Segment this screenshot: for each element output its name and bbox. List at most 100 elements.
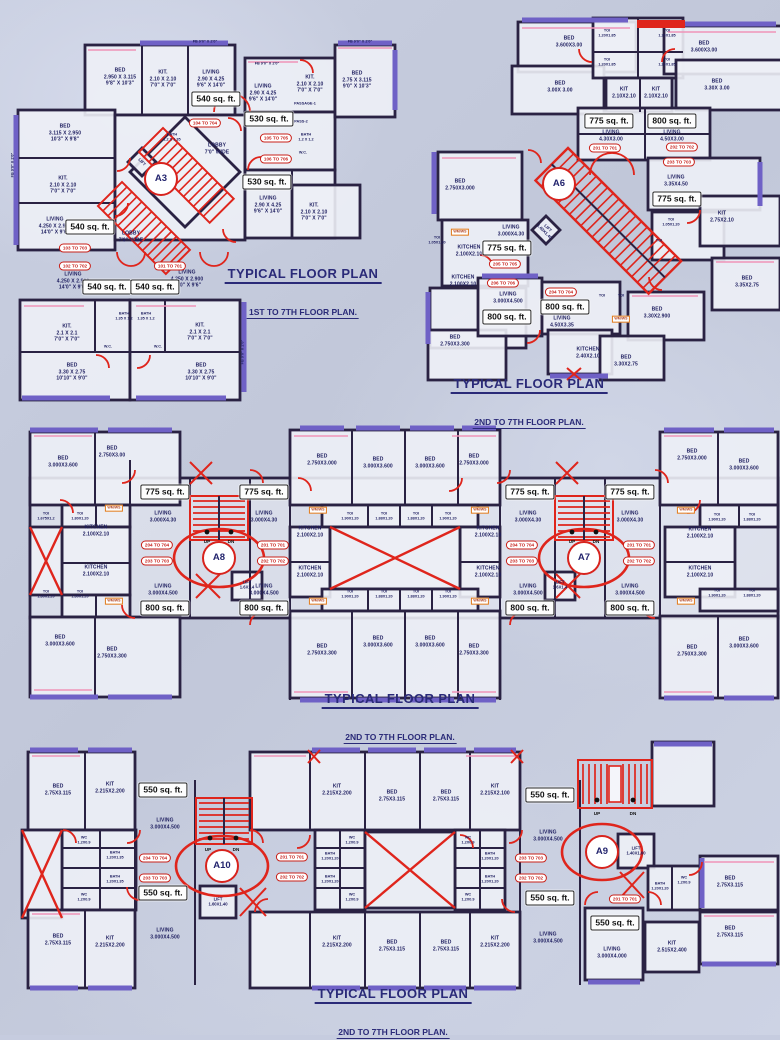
- fixture-label: TOI 1.80X1.20: [71, 511, 89, 520]
- room-label: LOBBY 7'0" WIDE: [204, 142, 230, 156]
- room-label: BED 3.000X3.600: [45, 634, 75, 648]
- room-label: BED 3.30X2.75: [614, 354, 638, 368]
- room-label: BED 2.750X3.00: [98, 445, 126, 459]
- room-label: KIT. 2.1 X 2.1 7'0" X 7'0": [54, 323, 80, 343]
- fixture-label: W.C.: [298, 150, 308, 155]
- balcony-label: FB 9'0" X 2'0": [240, 339, 245, 365]
- area-callout: 550 sq. ft.: [590, 915, 640, 931]
- room-label: LIVING 3.000X4.500: [533, 931, 563, 945]
- room-label: BED 2.75X3.115: [44, 783, 72, 797]
- room-label: BED 2.75X3.115: [432, 939, 460, 953]
- unit-range-pill: 204 TO 704: [138, 853, 172, 863]
- stair-direction-label: DN: [227, 539, 235, 545]
- unit-range-pill: 101 TO 701: [153, 261, 187, 271]
- fixture-label: TOI 1.20X1.85: [598, 57, 616, 66]
- fixture-label: TOI: [598, 293, 606, 298]
- room-label: LIVING 4.50X3.00: [660, 129, 684, 143]
- room-label: BED 3.30X2.900: [643, 306, 671, 320]
- fixture-label: WC 1.2X0.9: [461, 892, 475, 901]
- room-label: KITCHEN 2.100X2.10: [296, 565, 324, 579]
- room-label: KIT 2.75X2.10: [710, 210, 734, 224]
- fixture-label: TOI: [655, 238, 663, 243]
- room-label: BED 2.750X3.000: [459, 453, 489, 467]
- balcony-label: FB 9'0" X 2'0": [192, 39, 218, 44]
- area-callout: 800 sq. ft.: [540, 299, 590, 315]
- stair-direction-label: UP: [568, 539, 576, 545]
- room-label: KITCHEN 2.100X2.10: [82, 564, 110, 578]
- fixture-label: TOI 1.90X1.20: [341, 589, 359, 598]
- fixture-label: BATH 1.20X1.20: [321, 851, 339, 860]
- fixture-label: TOI 1.88X1.20: [407, 511, 425, 520]
- lift-label: LIFT 1.6X1.4: [239, 579, 255, 590]
- fixture-label: TOI 1.90X1.20: [439, 589, 457, 598]
- fixture-label: TOI 1.20X1.85: [658, 28, 676, 37]
- room-label: KITCHEN 2.40X2.10: [576, 346, 600, 360]
- fixture-label: TOI 1.90X1.20: [439, 511, 457, 520]
- utility-label: WM/WS: [676, 597, 696, 605]
- balcony-label: FB 9'0" X 2'0": [254, 61, 280, 66]
- lift-label: LIFT 1.6X1.4: [552, 579, 568, 590]
- room-label: KIT. 2.10 X 2.10 7'0" X 7'0": [296, 74, 324, 94]
- fixture-label: W.C.: [103, 344, 113, 349]
- room-label: BED 3.000X3.600: [729, 636, 759, 650]
- fixture-label: BATH 1.20X1.35: [106, 850, 124, 859]
- fixture-label: TOI 1.88X1.20: [407, 589, 425, 598]
- utility-label: WM/WS: [676, 506, 696, 514]
- room-label: KIT 2.215X2.200: [480, 935, 510, 949]
- room-label: BED 3.000X3.600: [415, 635, 445, 649]
- room-label: BED 2.750X3.300: [440, 334, 470, 348]
- unit-range-pill: 203 TO 703: [514, 853, 548, 863]
- unit-range-pill: 203 TO 703: [140, 556, 174, 566]
- room-label: BED 2.750X3.300: [97, 646, 127, 660]
- room-label: KIT 2.215X2.200: [95, 781, 125, 795]
- wing-badge: A3: [144, 162, 178, 196]
- fixture-label: PASS-2: [294, 119, 308, 124]
- fixture-label: TOI 1.90X1.20: [708, 512, 726, 521]
- unit-range-pill: 106 TO 706: [259, 154, 293, 164]
- room-label: BED 2.75X3.115: [44, 933, 72, 947]
- area-callout: 775 sq. ft.: [605, 484, 655, 500]
- stair-direction-label: UP: [203, 539, 211, 545]
- plan-title-a6: TYPICAL FLOOR PLAN 2ND TO 7TH FLOOR PLAN…: [450, 376, 608, 430]
- room-label: BED 3.115 X 2.950 10'3" X 9'8": [48, 123, 82, 143]
- room-label: LIVING 3.000X4.500: [249, 583, 279, 597]
- unit-range-pill: 201 TO 701: [588, 143, 622, 153]
- area-callout: 530 sq. ft.: [244, 111, 294, 127]
- unit-range-pill: 103 TO 703: [58, 243, 92, 253]
- fixture-label: WC 1.2X0.9: [77, 835, 91, 844]
- fixture-label: TOI 1.90X1.20: [341, 511, 359, 520]
- area-callout: 800 sq. ft.: [482, 309, 532, 325]
- area-callout: 540 sq. ft.: [65, 219, 115, 235]
- fixture-label: BATH 1.2 X 1.35: [163, 132, 181, 141]
- area-callout: 540 sq. ft.: [191, 91, 241, 107]
- plan-title-a8-a7: TYPICAL FLOOR PLAN 2ND TO 7TH FLOOR PLAN…: [321, 691, 479, 745]
- utility-label: WM/WS: [611, 315, 631, 323]
- room-label: BED 3.600X3.00: [555, 35, 583, 49]
- room-label: LIVING 3.000X4.500: [513, 583, 543, 597]
- utility-label: WM/WS: [308, 597, 328, 605]
- stair-direction-label: DN: [592, 539, 600, 545]
- plan-subtitle-text: 2ND TO 7TH FLOOR PLAN.: [343, 732, 457, 744]
- room-label: BED 3.30 X 2.75 10'10" X 9'0": [56, 362, 88, 382]
- plan-title-text: TYPICAL FLOOR PLAN: [321, 691, 479, 709]
- unit-range-pill: 201 TO 701: [608, 894, 642, 904]
- unit-range-pill: 203 TO 703: [138, 873, 172, 883]
- area-callout: 800 sq. ft.: [647, 113, 697, 129]
- room-label: KIT 2.215X2.100: [480, 783, 510, 797]
- unit-range-pill: 201 TO 701: [275, 852, 309, 862]
- unit-range-pill: 202 TO 702: [514, 873, 548, 883]
- unit-range-pill: 201 TO 701: [622, 540, 656, 550]
- room-label: KIT 2.10X2.10: [612, 86, 636, 100]
- utility-label: WM/WS: [104, 597, 124, 605]
- unit-range-pill: 203 TO 703: [662, 157, 696, 167]
- fixture-label: TOI 1.88X1.20: [743, 588, 761, 597]
- fixture-label: PASSAGE-1: [294, 101, 316, 106]
- utility-label: WM/WS: [470, 597, 490, 605]
- utility-label: WM/WS: [308, 506, 328, 514]
- room-label: BED 2.75X3.115: [378, 939, 406, 953]
- area-callout: 550 sq. ft.: [138, 885, 188, 901]
- fixture-label: BATH 1.35 X 1.2: [115, 311, 133, 320]
- room-label: BED 3.000X3.600: [729, 458, 759, 472]
- fixture-label: TOI 1.88X1.20: [743, 512, 761, 521]
- utility-label: WM/WS: [470, 506, 490, 514]
